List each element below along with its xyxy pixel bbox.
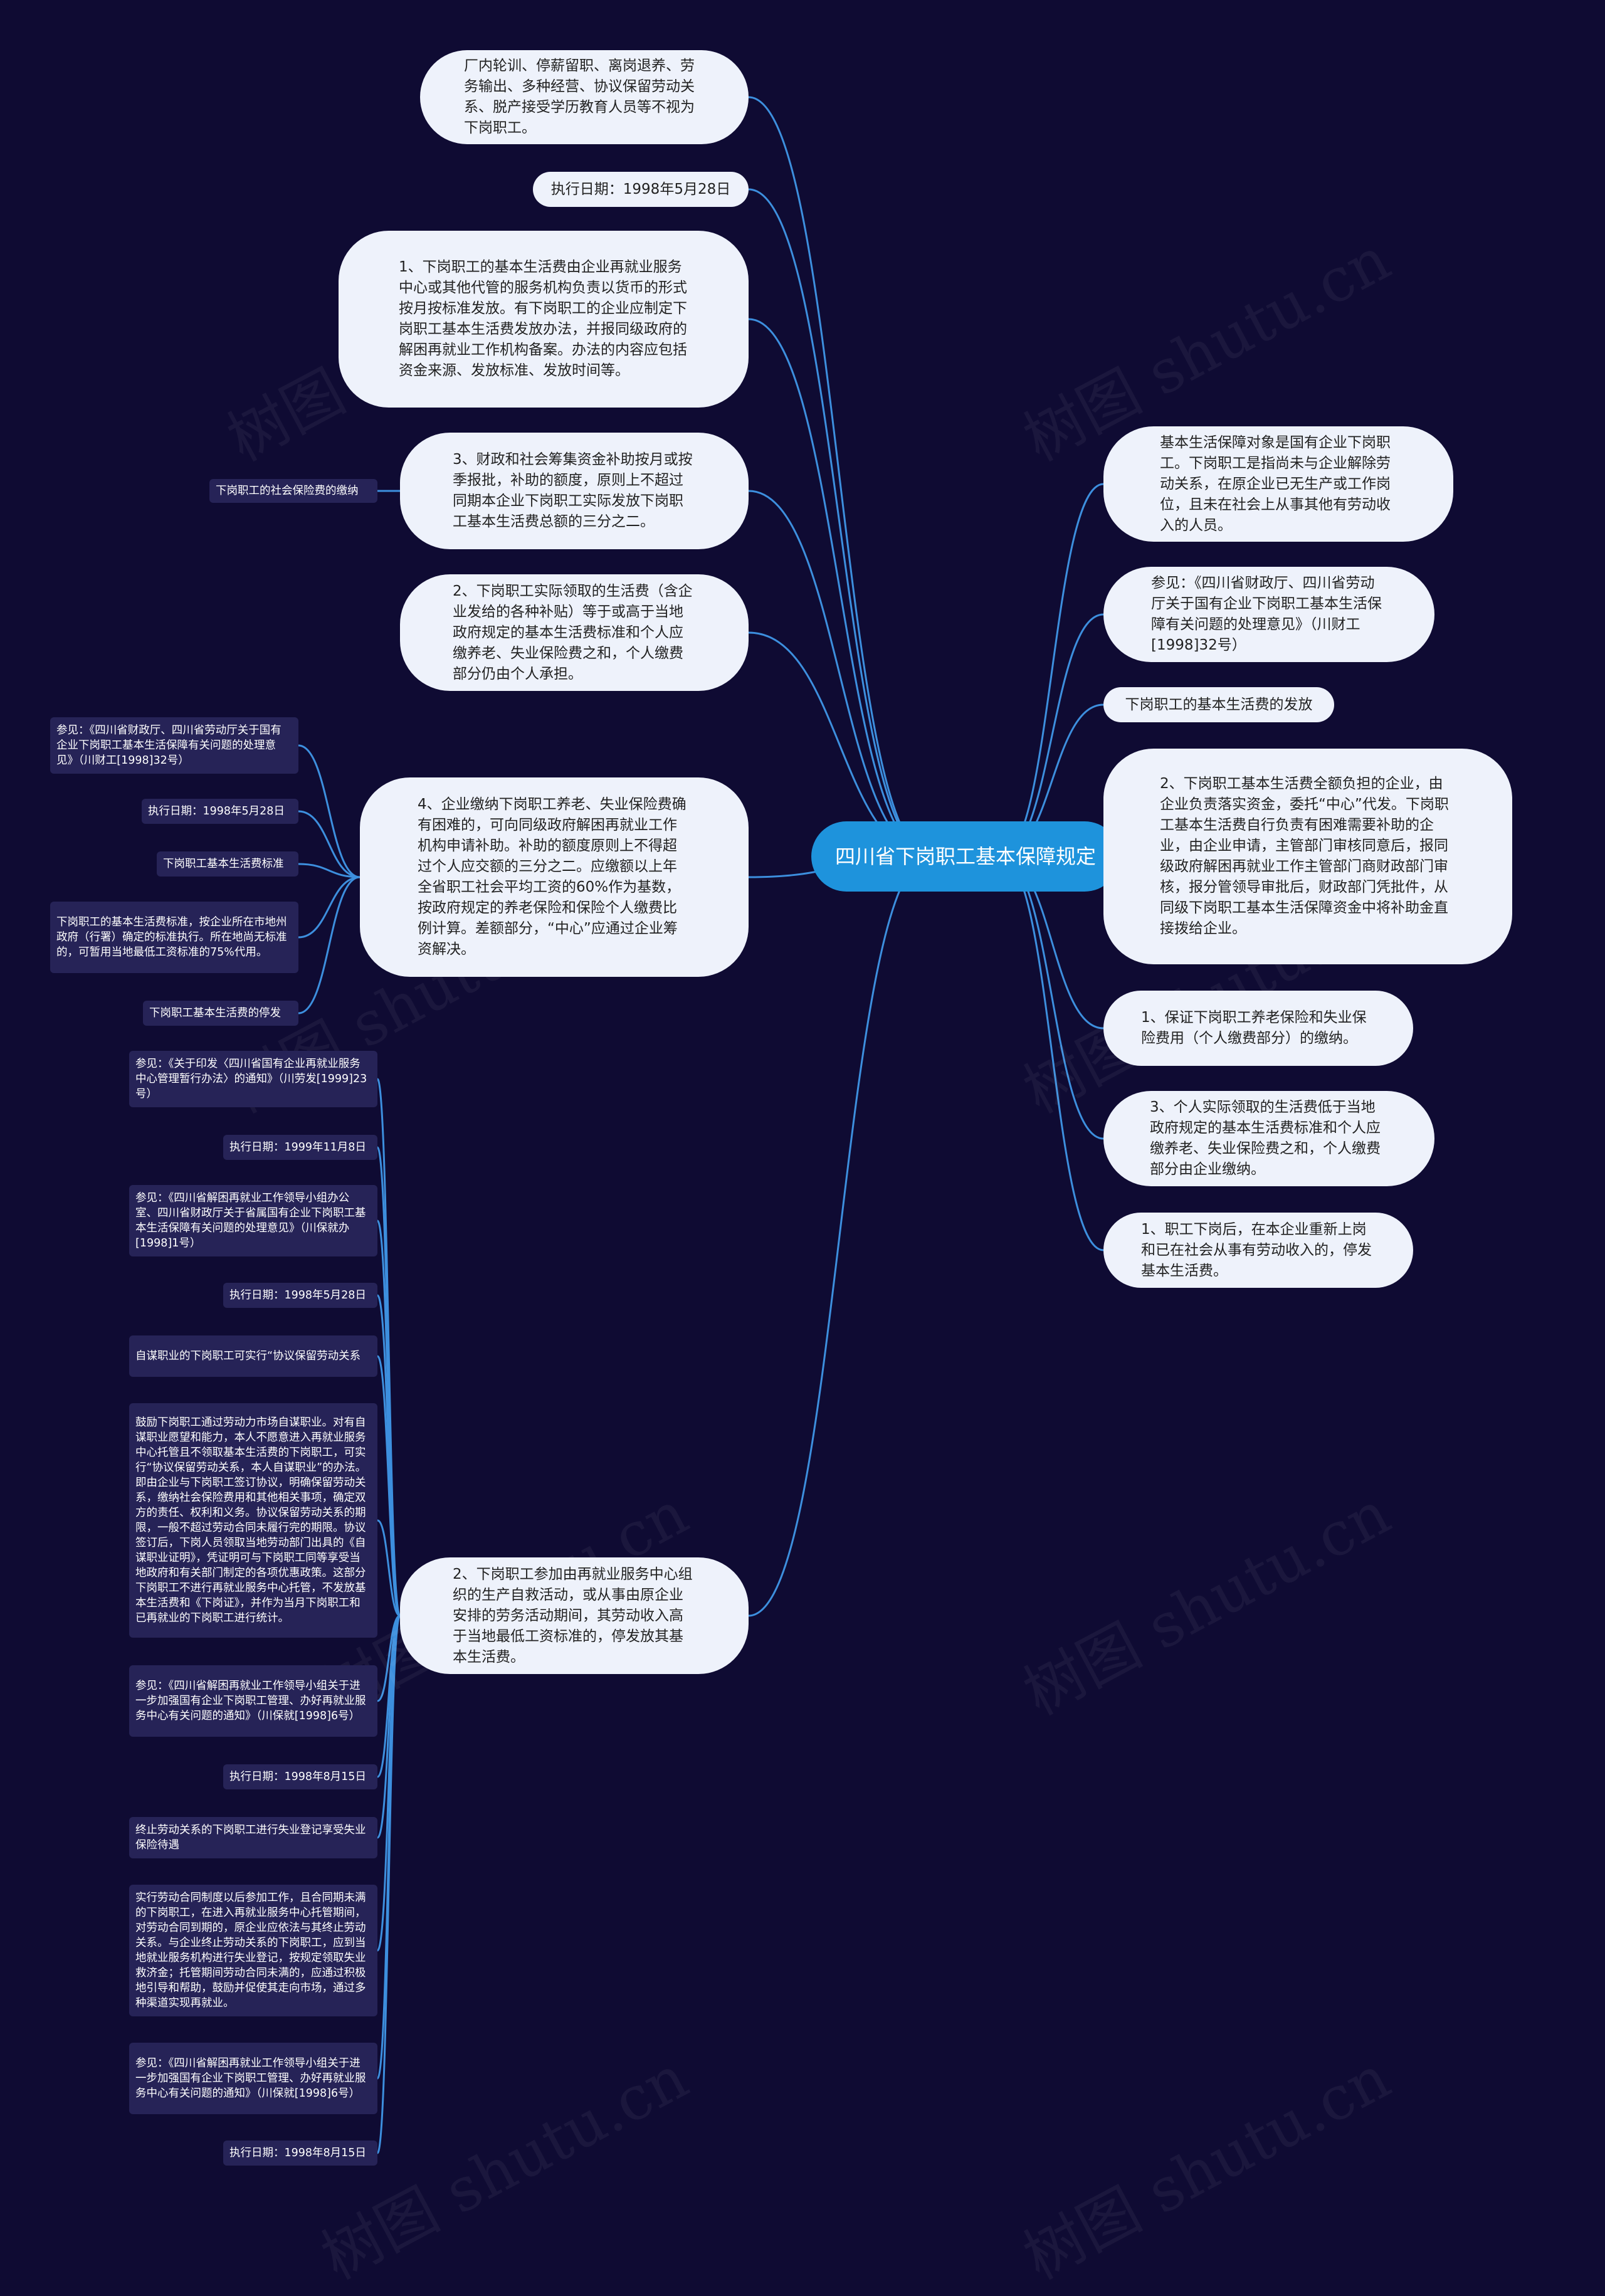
connector-line xyxy=(298,876,360,1014)
topic-node[interactable]: 4、企业缴纳下岗职工养老、失业保险费确有困难的，可向同级政府解困再就业工作机构申… xyxy=(360,777,749,977)
topic-node[interactable]: 1、保证下岗职工养老保险和失业保险费用（个人缴费部分）的缴纳。 xyxy=(1103,991,1413,1066)
topic-text: 下岗职工的基本生活费的发放 xyxy=(1125,697,1313,713)
leaf-text: 执行日期：1998年5月28日 xyxy=(148,805,285,818)
topic-node[interactable]: 2、下岗职工参加由再就业服务中心组织的生产自救活动，或从事由原企业安排的劳务活动… xyxy=(400,1557,749,1674)
leaf-node[interactable]: 终止劳动关系的下岗职工进行失业登记享受失业保险待遇 xyxy=(129,1817,377,1858)
leaf-node[interactable]: 下岗职工的基本生活费标准，按企业所在市地州政府（行署）确定的标准执行。所在地尚无… xyxy=(50,902,298,973)
topic-node[interactable]: 3、财政和社会筹集资金补助按月或按季报批，补助的额度，原则上不超过同期本企业下岗… xyxy=(400,433,749,549)
leaf-node[interactable]: 参见：《关于印发〈四川省国有企业再就业服务中心管理暂行办法〉的通知》（川劳发[1… xyxy=(129,1051,377,1107)
leaf-node[interactable]: 参见：《四川省解困再就业工作领导小组关于进一步加强国有企业下岗职工管理、办好再就… xyxy=(129,2043,377,2114)
connector-line xyxy=(748,188,931,858)
topic-node[interactable]: 厂内轮训、停薪留职、离岗退养、劳务输出、多种经营、协议保留劳动关系、脱产接受学历… xyxy=(420,50,749,144)
leaf-node[interactable]: 执行日期：1999年11月8日 xyxy=(223,1135,377,1160)
leaf-text: 下岗职工的社会保险费的缴纳 xyxy=(216,485,359,497)
connector-line xyxy=(298,744,360,878)
leaf-text: 参见：《关于印发〈四川省国有企业再就业服务中心管理暂行办法〉的通知》（川劳发[1… xyxy=(135,1058,367,1100)
topic-text: 3、财政和社会筹集资金补助按月或按季报批，补助的额度，原则上不超过同期本企业下岗… xyxy=(453,451,693,530)
leaf-text: 参见：《四川省财政厅、四川省劳动厅关于国有企业下岗职工基本生活保障有关问题的处理… xyxy=(56,724,282,767)
connector-line xyxy=(748,855,931,1617)
topic-text: 厂内轮训、停薪留职、离岗退养、劳务输出、多种经营、协议保留劳动关系、脱产接受学历… xyxy=(464,58,695,136)
connector-line xyxy=(377,1519,401,1617)
topic-text: 1、下岗职工的基本生活费由企业再就业服务中心或其他代管的服务机构负责以货币的形式… xyxy=(399,259,687,379)
leaf-node[interactable]: 实行劳动合同制度以后参加工作，且合同期未满的下岗职工，在进入再就业服务中心托管期… xyxy=(129,1885,377,2016)
leaf-text: 实行劳动合同制度以后参加工作，且合同期未满的下岗职工，在进入再就业服务中心托管期… xyxy=(135,1892,366,2009)
topic-node[interactable]: 基本生活保障对象是国有企业下岗职工。下岗职工是指尚未与企业解除劳动关系，在原企业… xyxy=(1103,426,1453,542)
leaf-node[interactable]: 下岗职工基本生活费标准 xyxy=(157,851,298,877)
topic-text: 1、保证下岗职工养老保险和失业保险费用（个人缴费部分）的缴纳。 xyxy=(1141,1009,1367,1046)
connector-line xyxy=(376,1146,401,1617)
root-topic[interactable]: 四川省下岗职工基本保障规定 xyxy=(811,821,1120,892)
root-topic-label: 四川省下岗职工基本保障规定 xyxy=(834,845,1096,868)
connector-line xyxy=(298,876,360,939)
topic-node[interactable]: 2、下岗职工实际领取的生活费（含企业发给的各种补贴）等于或高于当地政府规定的基本… xyxy=(400,574,749,691)
leaf-node[interactable]: 鼓励下岗职工通过劳动力市场自谋职业。对有自谋职业愿望和能力，本人不愿意进入再就业… xyxy=(129,1403,377,1638)
topic-text: 3、个人实际领取的生活费低于当地政府规定的基本生活费标准和个人应缴养老、失业保险… xyxy=(1150,1099,1381,1177)
connector-line xyxy=(1000,855,1104,1140)
connector-line xyxy=(748,490,931,858)
connector-line xyxy=(748,318,931,858)
topic-text: 参见：《四川省财政厅、四川省劳动厅关于国有企业下岗职工基本生活保障有关问题的处理… xyxy=(1151,575,1382,653)
connector-line xyxy=(1000,613,1104,858)
leaf-text: 终止劳动关系的下岗职工进行失业登记享受失业保险待遇 xyxy=(135,1824,366,1851)
mindmap-canvas: 树图 shutu.cn 树图 shutu.cn 树图 shutu.cn 树图 s… xyxy=(50,50,1512,2293)
connector-line xyxy=(748,96,931,858)
leaf-node[interactable]: 执行日期：1998年8月15日 xyxy=(223,2141,377,2166)
topic-text: 执行日期：1998年5月28日 xyxy=(550,181,731,197)
topic-text: 1、职工下岗后，在本企业重新上岗和已在社会从事有劳动收入的，停发基本生活费。 xyxy=(1141,1221,1372,1279)
topic-text: 基本生活保障对象是国有企业下岗职工。下岗职工是指尚未与企业解除劳动关系，在原企业… xyxy=(1160,434,1391,534)
leaf-text: 鼓励下岗职工通过劳动力市场自谋职业。对有自谋职业愿望和能力，本人不愿意进入再就业… xyxy=(135,1416,367,1625)
leaf-node[interactable]: 下岗职工基本生活费的停发 xyxy=(143,1001,298,1026)
leaf-node[interactable]: 参见：《四川省财政厅、四川省劳动厅关于国有企业下岗职工基本生活保障有关问题的处理… xyxy=(50,717,298,774)
topic-node[interactable]: 执行日期：1998年5月28日 xyxy=(533,172,749,207)
leaf-text: 执行日期：1998年8月15日 xyxy=(229,2147,366,2159)
topic-text: 2、下岗职工实际领取的生活费（含企业发给的各种补贴）等于或高于当地政府规定的基本… xyxy=(453,582,693,682)
topic-node[interactable]: 下岗职工的基本生活费的发放 xyxy=(1103,687,1334,722)
connector-line xyxy=(1000,855,1104,1251)
leaf-node[interactable]: 执行日期：1998年5月28日 xyxy=(142,799,298,824)
connector-line xyxy=(376,1614,401,2154)
connector-line xyxy=(376,1355,401,1617)
leaf-text: 自谋职业的下岗职工可实行“协议保留劳动关系 xyxy=(135,1350,361,1362)
leaf-node[interactable]: 自谋职业的下岗职工可实行“协议保留劳动关系 xyxy=(129,1335,377,1377)
leaf-node[interactable]: 参见：《四川省解困再就业工作领导小组关于进一步加强国有企业下岗职工管理、办好再就… xyxy=(129,1665,377,1737)
leaf-text: 下岗职工基本生活费标准 xyxy=(163,858,284,870)
topic-text: 2、下岗职工基本生活费全额负担的企业，由企业负责落实资金，委托“中心”代发。下岗… xyxy=(1160,776,1449,937)
topic-text: 4、企业缴纳下岗职工养老、失业保险费确有困难的，可向同级政府解困再就业工作机构申… xyxy=(418,796,687,957)
connector-line xyxy=(377,1614,401,1702)
topic-text: 2、下岗职工参加由再就业服务中心组织的生产自救活动，或从事由原企业安排的劳务活动… xyxy=(453,1566,693,1665)
leaf-node[interactable]: 执行日期：1998年8月15日 xyxy=(223,1764,377,1789)
leaf-text: 执行日期：1999年11月8日 xyxy=(229,1141,366,1154)
leaf-text: 参见：《四川省解困再就业工作领导小组关于进一步加强国有企业下岗职工管理、办好再就… xyxy=(135,1680,366,1722)
leaf-text: 下岗职工基本生活费的停发 xyxy=(149,1007,281,1019)
leaf-node[interactable]: 执行日期：1998年5月28日 xyxy=(223,1283,377,1308)
topic-node[interactable]: 2、下岗职工基本生活费全额负担的企业，由企业负责落实资金，委托“中心”代发。下岗… xyxy=(1103,749,1512,964)
connector-line xyxy=(298,810,360,878)
connector-line xyxy=(376,1219,401,1617)
leaf-text: 执行日期：1998年5月28日 xyxy=(229,1289,366,1302)
topic-node[interactable]: 3、个人实际领取的生活费低于当地政府规定的基本生活费标准和个人应缴养老、失业保险… xyxy=(1103,1091,1434,1186)
leaf-text: 参见：《四川省解困再就业工作领导小组关于进一步加强国有企业下岗职工管理、办好再就… xyxy=(135,2057,366,2100)
topic-node[interactable]: 1、下岗职工的基本生活费由企业再就业服务中心或其他代管的服务机构负责以货币的形式… xyxy=(339,231,749,408)
topic-node[interactable]: 1、职工下岗后，在本企业重新上岗和已在社会从事有劳动收入的，停发基本生活费。 xyxy=(1103,1213,1413,1288)
leaf-text: 执行日期：1998年8月15日 xyxy=(229,1771,366,1783)
leaf-node[interactable]: 参见：《四川省解困再就业工作领导小组办公室、四川省财政厅关于省属国有企业下岗职工… xyxy=(129,1185,377,1256)
topic-node[interactable]: 参见：《四川省财政厅、四川省劳动厅关于国有企业下岗职工基本生活保障有关问题的处理… xyxy=(1103,567,1434,662)
leaf-text: 参见：《四川省解困再就业工作领导小组办公室、四川省财政厅关于省属国有企业下岗职工… xyxy=(135,1192,366,1250)
connector-line xyxy=(298,863,360,878)
leaf-text: 下岗职工的基本生活费标准，按企业所在市地州政府（行署）确定的标准执行。所在地尚无… xyxy=(56,916,287,959)
leaf-node[interactable]: 下岗职工的社会保险费的缴纳 xyxy=(209,479,377,503)
connector-line xyxy=(1000,483,1104,858)
